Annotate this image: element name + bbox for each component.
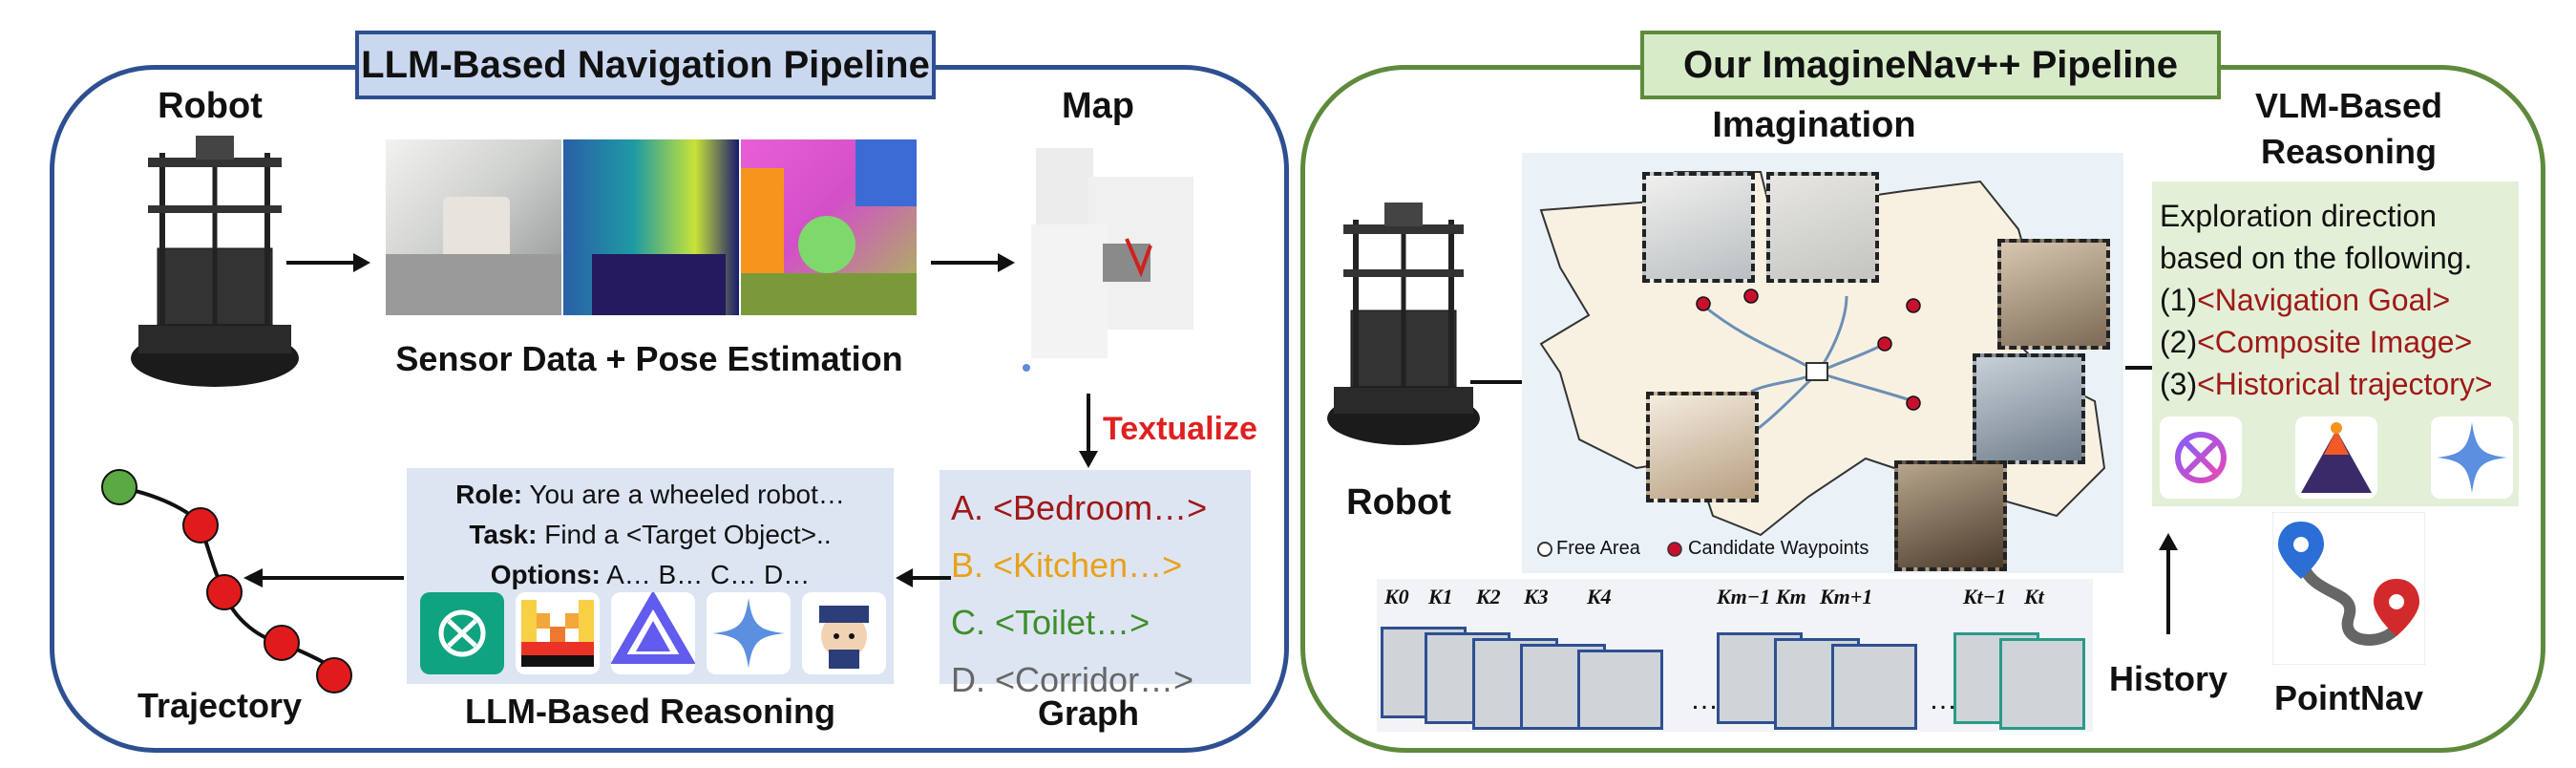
rgb-observation-image <box>386 139 561 315</box>
reasoning-line-4-prefix: (2) <box>2160 325 2198 359</box>
keyframe-label-kt: Kt <box>2024 585 2044 608</box>
reasoning-line-1: Exploration direction <box>2160 199 2437 233</box>
graph-options-box: A. <Bedroom…> B. <Kitchen…> C. <Toilet…>… <box>940 470 1251 699</box>
keyframe-thumb <box>1577 650 1663 730</box>
trajectory-label: Trajectory <box>137 686 303 725</box>
pointnav-label: PointNav <box>2273 678 2424 717</box>
imagination-label: Imagination <box>1712 105 1916 145</box>
keyframe-label-k4: K4 <box>1587 585 1612 608</box>
reasoning-line-5-prefix: (3) <box>2160 367 2198 401</box>
vlm-label-line-2: Reasoning <box>2260 132 2438 171</box>
sensor-data-label: Sensor Data + Pose Estimation <box>395 339 903 378</box>
qwen-logo-icon <box>610 590 696 674</box>
llm-pipeline-title: LLM-Based Navigation Pipeline <box>355 31 936 99</box>
keyframe-label-k2: K2 <box>1476 585 1501 608</box>
reasoning-line-2: based on the following. <box>2160 241 2473 275</box>
textualize-label: Textualize <box>1103 411 1257 447</box>
prompt-options-line: Options: A… B… C… D… <box>407 560 894 590</box>
keyframe-label-km: Km <box>1776 585 1806 608</box>
semantic-observation-image <box>741 139 917 315</box>
prompt-role-line: Role: You are a wheeled robot… <box>407 480 894 510</box>
imagined-view-4 <box>1973 353 2085 464</box>
prompt-role-value: You are a wheeled robot… <box>522 480 845 509</box>
graph-label: Graph <box>1037 693 1139 733</box>
keyframe-label-kt-1: Kt−1 <box>1963 585 2007 608</box>
pointnav-image <box>2272 512 2425 665</box>
reasoning-line-3-prefix: (1) <box>2160 283 2198 317</box>
arrow-graph-to-llm <box>896 568 951 587</box>
llm-reasoning-label: LLM-Based Reasoning <box>464 692 836 731</box>
trajectory-diagram <box>101 469 352 693</box>
arrow-robot-to-sensor <box>286 253 370 272</box>
arrow-history-up <box>2159 533 2178 634</box>
arrow-sensor-to-map <box>931 253 1015 272</box>
imaginenav-pipeline-title: Our ImagineNav++ Pipeline <box>1640 31 2221 99</box>
occupancy-map-image <box>1023 148 1193 372</box>
vlm-label-line-1: VLM-Based <box>2254 86 2443 125</box>
map-label: Map <box>1062 86 1134 126</box>
keyframe-label-k3: K3 <box>1524 585 1549 608</box>
prompt-task-key: Task: <box>469 520 538 549</box>
gemini-vision-logo-icon <box>2431 416 2513 499</box>
reasoning-line-4: (2)<Composite Image> <box>2160 321 2519 363</box>
volcano-model-logo-icon <box>2295 416 2377 499</box>
robot-image-left <box>131 136 299 387</box>
depth-observation-image <box>563 139 739 315</box>
keyframe-label-k1: K1 <box>1428 585 1453 608</box>
prompt-role-key: Role: <box>455 480 523 509</box>
llama-style-avatar-icon <box>802 592 886 674</box>
graph-option-b: B. <Kitchen…> <box>951 545 1183 585</box>
prompt-task-value: Find a <Target Object>.. <box>537 520 832 549</box>
reasoning-historical-trajectory: <Historical trajectory> <box>2197 367 2493 401</box>
imagined-view-6 <box>1894 460 2007 571</box>
imagination-map: Free Area Candidate Waypoints <box>1522 153 2123 573</box>
gemini-logo-icon <box>707 592 791 674</box>
keyframe-label-km+1: Km+1 <box>1820 585 1873 608</box>
arrow-map-to-graph <box>1079 394 1098 468</box>
graph-option-d: D. <Corridor…> <box>951 660 1194 699</box>
graph-option-c: C. <Toilet…> <box>951 603 1151 642</box>
prompt-options-key: Options: <box>490 560 601 589</box>
robot-image-right <box>1327 203 1480 445</box>
prompt-options-value: A… B… C… D… <box>600 560 811 589</box>
keyframe-thumb <box>1831 644 1917 730</box>
gpt-vision-logo-icon <box>2160 416 2242 499</box>
imagined-view-2 <box>1766 172 1879 283</box>
prompt-task-line: Task: Find a <Target Object>.. <box>407 520 894 550</box>
robot-label-right: Robot <box>1346 482 1451 523</box>
keyframe-ellipsis-1: … <box>1690 684 1719 715</box>
mistral-logo-icon <box>516 592 600 674</box>
reasoning-line-5: (3)<Historical trajectory> <box>2160 363 2519 405</box>
history-label: History <box>2108 659 2228 698</box>
reasoning-composite-image: <Composite Image> <box>2197 325 2473 359</box>
legend-free-area: Free Area <box>1556 538 1640 559</box>
keyframe-history-strip: K0 K1 K2 K3 K4 … Km−1 Km Km+1 … Kt−1 Kt <box>1377 579 2093 732</box>
reasoning-navigation-goal: <Navigation Goal> <box>2197 283 2451 317</box>
chatgpt-logo-icon <box>420 592 504 674</box>
arrow-llm-to-trajectory <box>243 568 404 587</box>
keyframe-label-km-1: Km−1 <box>1717 585 1771 608</box>
keyframe-label-k0: K0 <box>1384 585 1409 608</box>
keyframe-thumb <box>1999 638 2085 730</box>
imagined-view-5 <box>1646 392 1759 502</box>
reasoning-line-3: (1)<Navigation Goal> <box>2160 279 2519 321</box>
imagined-view-1 <box>1642 172 1755 283</box>
keyframe-ellipsis-2: … <box>1929 684 1957 715</box>
robot-label-left: Robot <box>158 86 263 126</box>
imagined-view-3 <box>1997 239 2110 350</box>
legend-candidate-waypoints: Candidate Waypoints <box>1688 538 1869 559</box>
graph-option-a: A. <Bedroom…> <box>951 488 1208 527</box>
